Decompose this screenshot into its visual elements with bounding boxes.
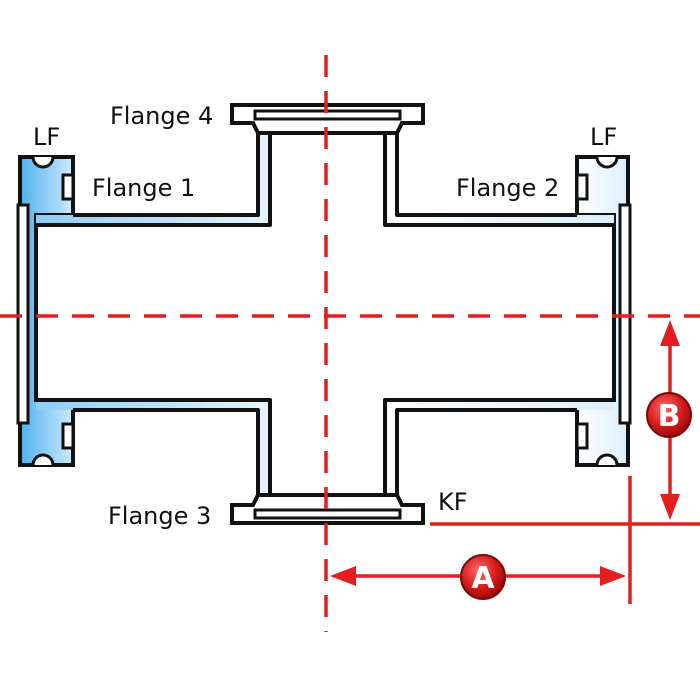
left-flange-slot-bottom [61, 422, 75, 450]
label-lf-left: LF [33, 123, 60, 151]
right-flange-slot-top [575, 173, 589, 201]
right-flange-notch-bottom [595, 453, 619, 466]
left-flange-notch-top [31, 156, 55, 169]
right-flange-notch-top [595, 156, 619, 169]
label-flange-3: Flange 3 [108, 502, 211, 530]
right-seal-plate [618, 203, 632, 425]
label-flange-4: Flange 4 [110, 102, 213, 130]
label-kf: KF [438, 488, 468, 516]
left-seal-plate [16, 203, 30, 425]
label-flange-2: Flange 2 [456, 174, 559, 202]
dimension-a-arrow-left [330, 566, 356, 586]
inner-line-upper-left [36, 125, 272, 227]
outer-line-lower-left [73, 408, 260, 500]
right-flange-slot-bottom [575, 422, 589, 450]
badge-a: A [460, 554, 506, 600]
outer-line-upper-left [73, 125, 260, 217]
inner-line-upper-right [383, 125, 614, 227]
inner-line-lower-left [36, 398, 272, 500]
outer-line-lower-right [395, 408, 577, 500]
badge-a-label: A [471, 561, 495, 596]
cross-body [16, 103, 632, 525]
label-lf-right: LF [590, 123, 617, 151]
badge-b-label: B [658, 399, 681, 434]
inner-line-lower-right [383, 398, 614, 500]
dimension-b-arrow-bottom [660, 494, 680, 520]
badge-b: B [646, 392, 692, 438]
dimension-a-arrow-right [600, 566, 626, 586]
dimension-b-arrow-top [660, 320, 680, 346]
bottom-flange-face [253, 508, 402, 520]
left-flange-notch-bottom [31, 453, 55, 466]
left-flange-slot-top [61, 173, 75, 201]
outer-line-upper-right [395, 125, 577, 217]
label-flange-1: Flange 1 [92, 174, 195, 202]
